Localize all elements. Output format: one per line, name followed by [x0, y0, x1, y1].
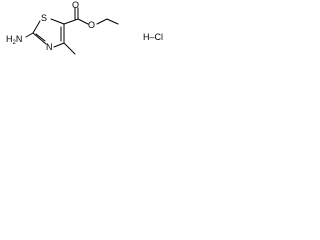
bond-s1-c5: [50, 18, 65, 25]
ring-sulfur-label: S: [41, 13, 47, 23]
bond-n3-c2-double: [35, 33, 46, 42]
bond-carbonyl-ester-o: [77, 18, 89, 25]
bond-ch2-ch3: [106, 18, 119, 25]
bond-c4-n3: [53, 42, 65, 48]
ester-oxygen-label: O: [88, 20, 95, 30]
bonds: [25, 7, 119, 55]
bond-c4-methyl: [63, 42, 76, 55]
ring-nitrogen-label: N: [46, 42, 53, 52]
amino-group-label: H2N: [6, 34, 22, 46]
chemical-structure-diagram: H2N S N O O H–Cl: [6, 0, 163, 55]
atom-labels: H2N S N O O H–Cl: [6, 0, 163, 52]
bond-c2-s1: [32, 20, 41, 34]
bond-ester-o-ch2: [96, 18, 108, 25]
bond-n3-c2: [32, 32, 47, 45]
bond-amine-c2: [25, 32, 34, 38]
carbonyl-oxygen-label: O: [72, 0, 79, 10]
hydrochloride-label: H–Cl: [143, 32, 163, 42]
bond-c5-carbonyl: [63, 18, 79, 25]
